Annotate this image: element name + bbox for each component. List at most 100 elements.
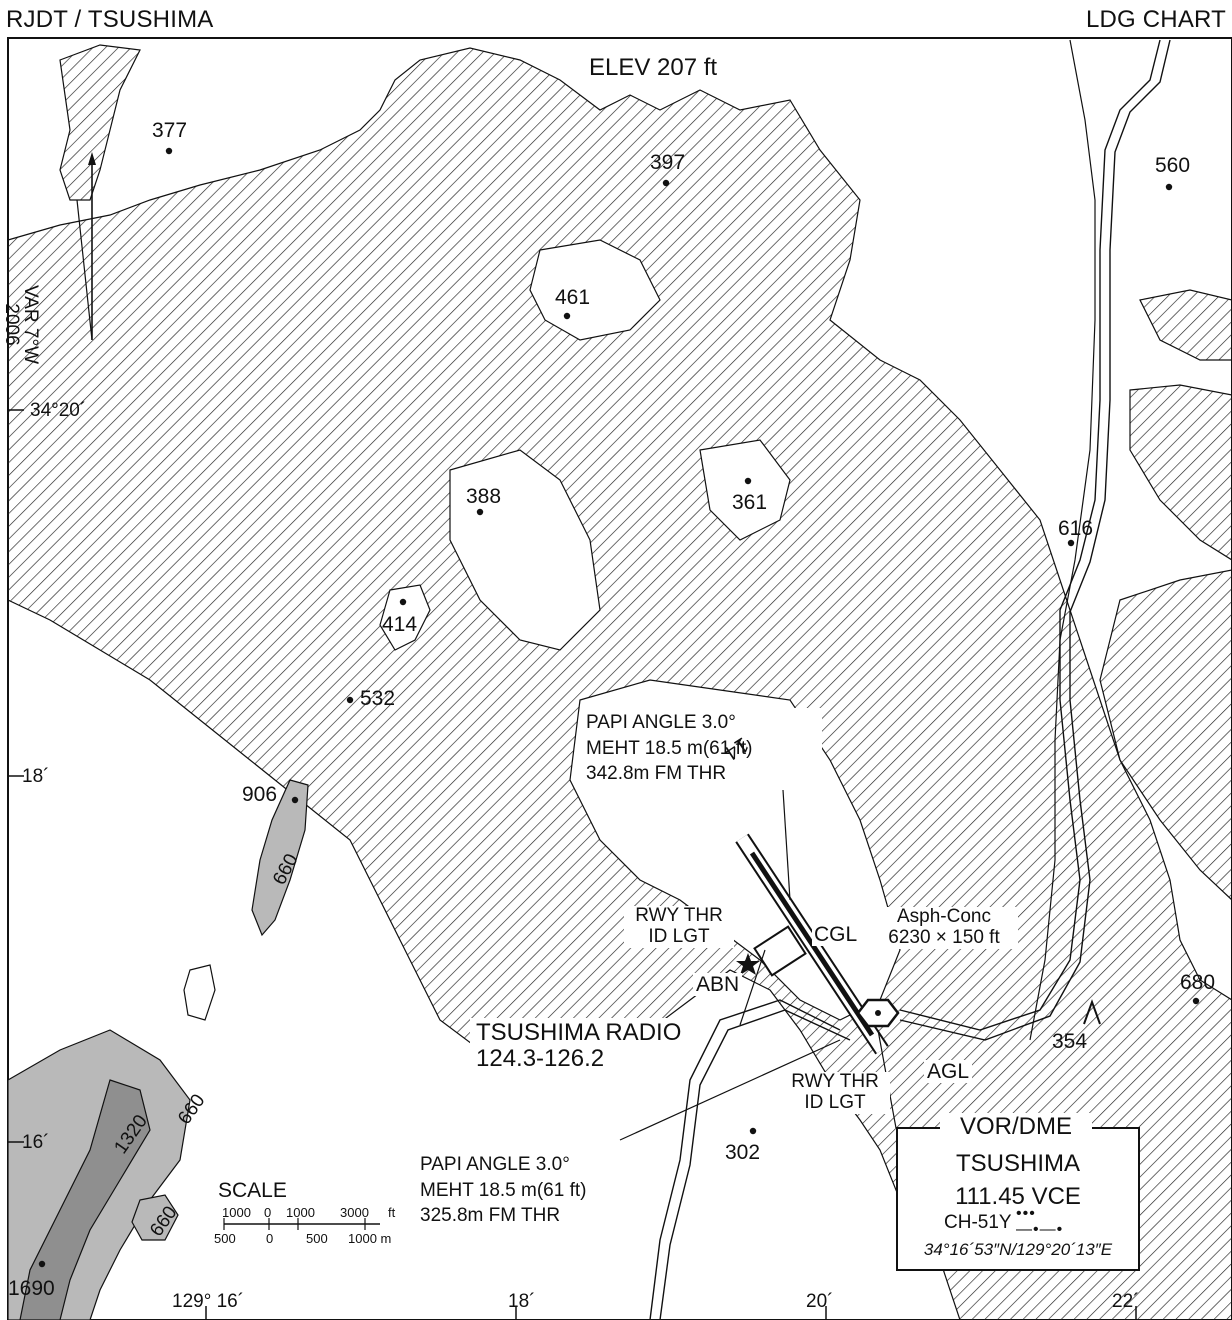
terrain-660-island	[251, 779, 309, 937]
papi-south-info: PAPI ANGLE 3.0° MEHT 18.5 m(61 ft) 325.8…	[414, 1150, 636, 1231]
radio-name: TSUSHIMA RADIO	[476, 1019, 682, 1046]
papi-south-leader	[619, 1039, 841, 1141]
vor-dme-box	[896, 1127, 1140, 1271]
lon-label-22: 22´	[1112, 1291, 1140, 1312]
magvar-line1: VAR 7°W	[20, 285, 41, 365]
terrain-hatched-northwest	[59, 44, 141, 201]
pond-west	[183, 964, 216, 1021]
clearing-361	[699, 439, 791, 541]
agl-label: AGL	[924, 1060, 973, 1083]
lat-label-34-20: 34°20´	[30, 400, 87, 421]
papi-north-distance: 342.8m FM THR	[586, 763, 727, 785]
radio-frequency: 124.3-126.2	[476, 1045, 605, 1073]
spot-560-dot	[1165, 183, 1173, 191]
spot-906-dot	[291, 796, 299, 804]
abn-star	[736, 953, 760, 975]
aerodrome-elevation: ELEV 207 ft	[585, 54, 722, 82]
runway-dimensions: 6230 × 150 ft	[888, 926, 1000, 948]
road-south	[649, 999, 841, 1320]
papi-south-angle: PAPI ANGLE 3.0°	[420, 1154, 570, 1175]
terrain-660-small	[131, 1194, 179, 1241]
boundary-line	[1029, 39, 1096, 1041]
spot-elev-461: 461	[555, 286, 591, 309]
rwy-thr-id-lgt-north: RWY THR ID LGT	[624, 905, 734, 948]
scale-title: SCALE	[218, 1179, 287, 1202]
magnetic-variation: VAR 7°W 2006	[1, 285, 41, 365]
spot-elev-906: 906	[242, 783, 278, 806]
lon-label-20: 20´	[806, 1291, 834, 1312]
lon-label-129-16: 129° 16´	[172, 1291, 245, 1312]
magnetic-north-line	[76, 199, 93, 341]
clearing-north	[529, 239, 661, 341]
scale-m-500-left: 500	[214, 1231, 236, 1246]
vor-center-dot	[875, 1010, 881, 1016]
spot-elev-397: 397	[650, 151, 686, 174]
terrain-1320-southwest	[19, 1079, 151, 1320]
vor-dme-title: VOR/DME	[940, 1113, 1092, 1141]
spot-elev-302: 302	[725, 1141, 761, 1164]
apron	[753, 925, 807, 977]
tsushima-radio-info: TSUSHIMA RADIO 124.3-126.2	[470, 1018, 688, 1075]
spot-elev-388: 388	[466, 485, 502, 508]
chart-type: LDG CHART	[1085, 6, 1226, 33]
spot-616-dot	[1067, 539, 1075, 547]
spot-680-dot	[1192, 997, 1200, 1005]
spot-302-dot	[749, 1127, 757, 1135]
terrain-hatched-east-1	[1139, 289, 1232, 361]
papi-north-info: PAPI ANGLE 3.0° MEHT 18.5 m(61 ft) 342.8…	[580, 708, 822, 789]
magvar-line2: 2006	[1, 303, 22, 346]
obstacle-354-icon	[1083, 999, 1101, 1025]
spot-532-dot	[346, 696, 354, 704]
lat-label-18: 18´	[22, 766, 50, 787]
spot-414-dot	[399, 598, 407, 606]
spot-elev-1690: 1690	[8, 1277, 55, 1300]
lat-label-16: 16´	[22, 1132, 50, 1153]
scale-ft-1000: 1000	[286, 1205, 315, 1220]
papi-south-distance: 325.8m FM THR	[420, 1205, 561, 1227]
spot-elev-414: 414	[382, 613, 418, 636]
scale-m-500: 500	[306, 1231, 328, 1246]
spot-elev-532: 532	[360, 687, 396, 710]
chart-identifier: RJDT / TSUSHIMA	[6, 6, 214, 33]
papi-south-meht: MEHT 18.5 m(61 ft)	[420, 1179, 587, 1201]
road-south-parallel	[659, 1009, 851, 1320]
clearing-center	[449, 449, 601, 651]
rwy-thr-id-lgt-south: RWY THR ID LGT	[780, 1071, 890, 1114]
lon-label-18: 18´	[508, 1291, 536, 1312]
papi-north-leader	[782, 789, 791, 901]
terrain-hatched-main	[7, 47, 1232, 1320]
spot-elev-361: 361	[732, 491, 768, 514]
spot-elev-560: 560	[1155, 154, 1191, 177]
spot-397-dot	[662, 179, 670, 187]
vor-coordinates: 34°16´53″N/129°20´13″E	[923, 1240, 1113, 1259]
spot-elev-354: 354	[1052, 1030, 1088, 1053]
road-east-parallel	[899, 39, 1171, 1041]
terrain-hatched-east-3	[1099, 569, 1232, 901]
scale-ft-3000: 3000	[340, 1205, 369, 1220]
vor-name: TSUSHIMA	[955, 1150, 1080, 1177]
spot-1690-dot	[38, 1260, 46, 1268]
map-frame	[7, 37, 1232, 1320]
scale-m-1000: 1000 m	[348, 1231, 392, 1246]
scale-ft-unit: ft	[388, 1205, 396, 1220]
abn-label: ABN	[693, 973, 743, 996]
spot-388-dot	[476, 508, 484, 516]
spot-461-dot	[563, 312, 571, 320]
clearing-414	[379, 584, 431, 651]
papi-north-angle: PAPI ANGLE 3.0°	[586, 712, 736, 733]
spot-elev-680: 680	[1180, 971, 1216, 994]
runway-surface-type: Asph-Conc	[897, 906, 991, 927]
cgl-label: CGL	[812, 923, 860, 946]
spot-elev-616: 616	[1058, 517, 1094, 540]
spot-elev-377: 377	[152, 119, 188, 142]
terrain-hatched-east-2	[1129, 384, 1232, 561]
papi-north-meht: MEHT 18.5 m(61 ft)	[586, 737, 753, 759]
rwy-thr-north-line1: RWY THR	[635, 905, 723, 926]
rwy-thr-north-line2: ID LGT	[648, 925, 710, 947]
spot-377-dot	[165, 147, 173, 155]
rwy-thr-south-line2: ID LGT	[804, 1091, 866, 1113]
scale-ft-0: 0	[264, 1205, 272, 1220]
spot-361-dot	[744, 477, 752, 485]
vor-channel: CH-51Y	[944, 1212, 1012, 1233]
